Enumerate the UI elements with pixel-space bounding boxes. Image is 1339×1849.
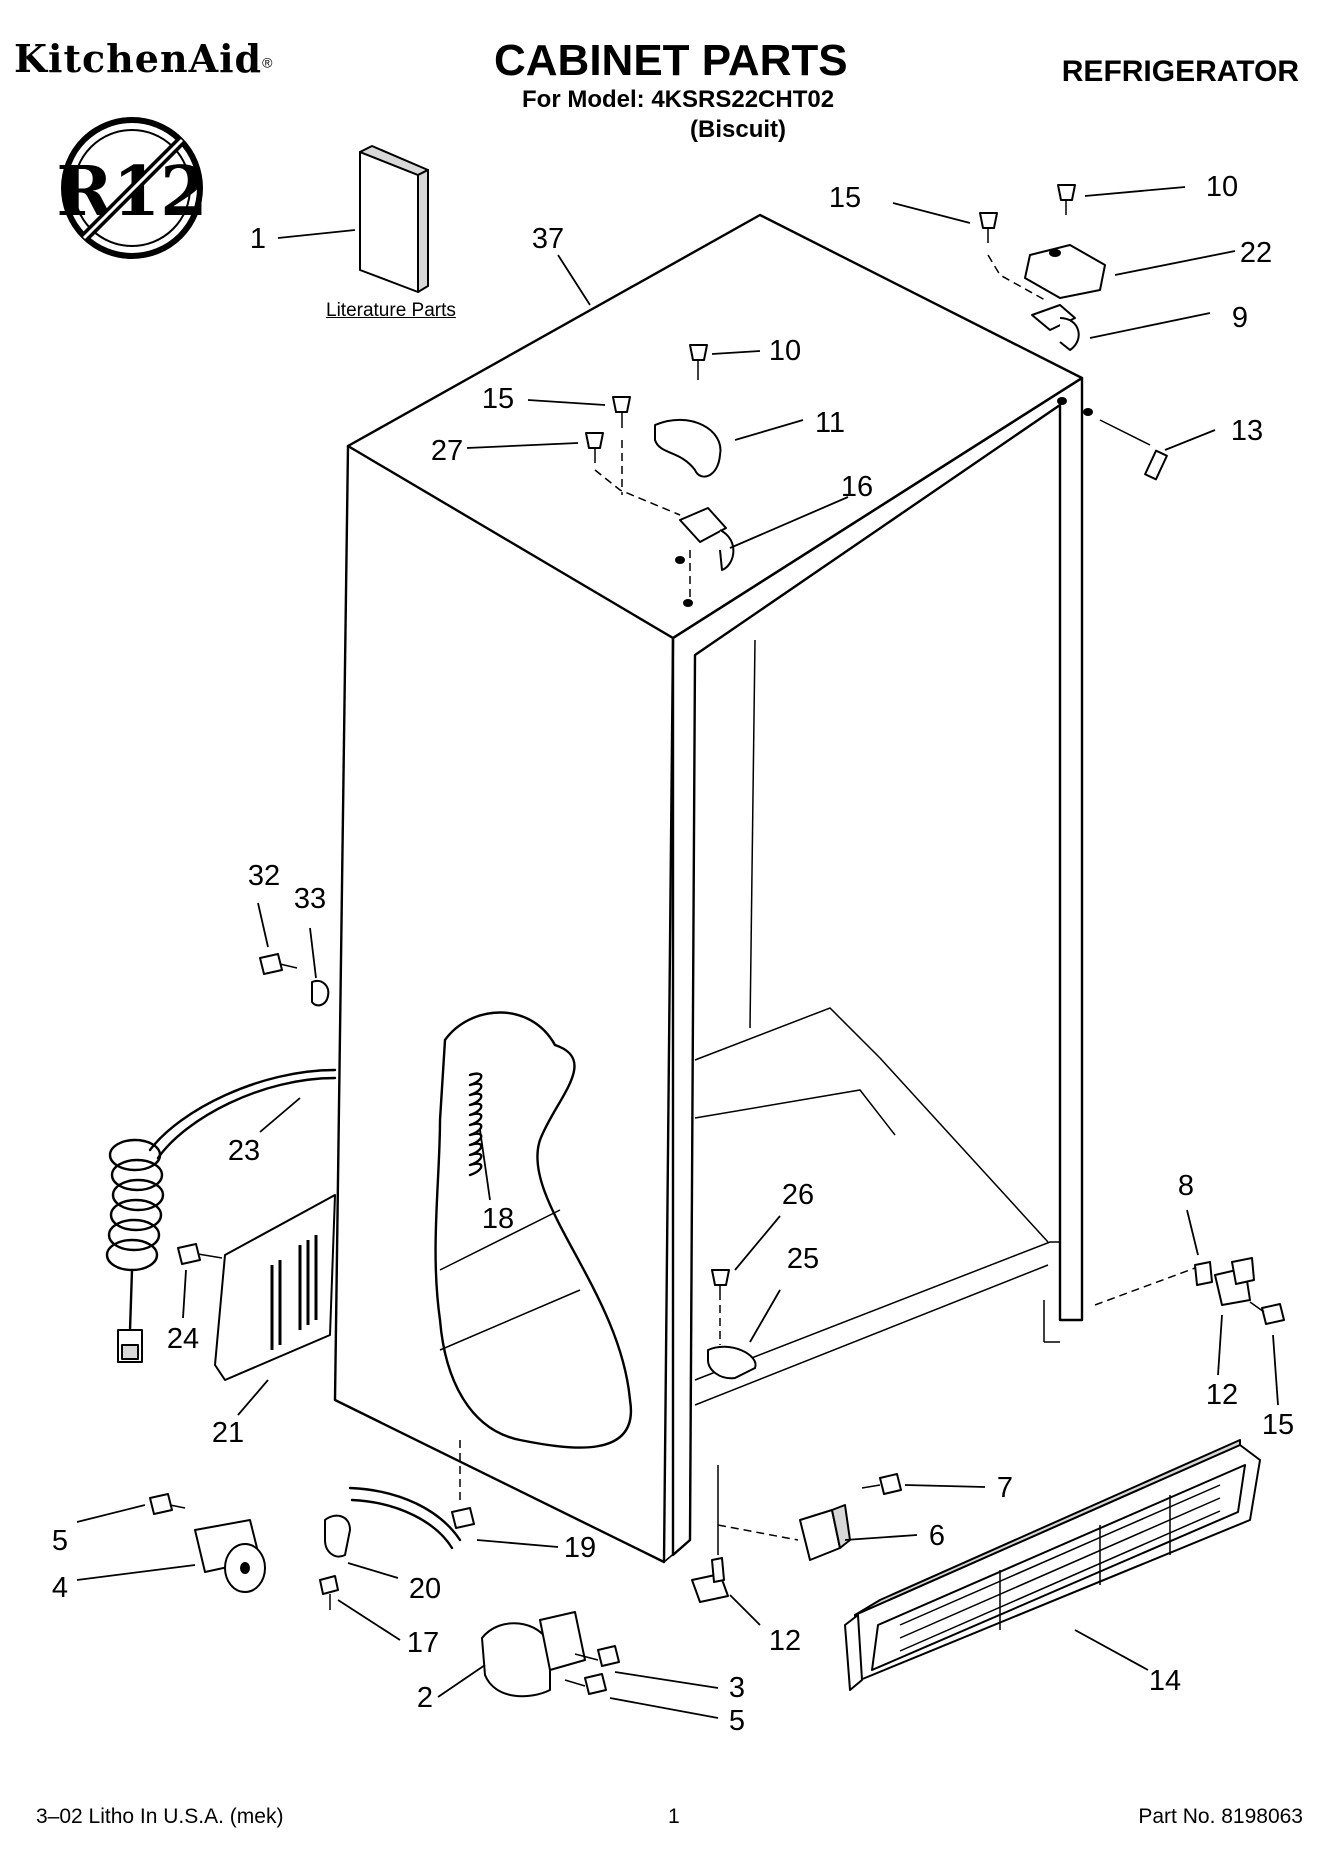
callout-5: 5 — [52, 1525, 68, 1557]
callout-4: 4 — [52, 1572, 68, 1604]
callout-8: 8 — [1178, 1170, 1194, 1202]
callout-17: 17 — [407, 1627, 439, 1659]
callout-2: 2 — [417, 1682, 433, 1714]
spring — [468, 1072, 483, 1177]
literature-parts-link[interactable]: Literature Parts — [326, 300, 456, 321]
literature-book — [359, 145, 429, 293]
callout-33: 33 — [294, 883, 326, 915]
brand-logo: KitchenAid® — [14, 36, 274, 81]
callout-15: 15 — [829, 182, 861, 214]
front-roller — [149, 1493, 266, 1593]
water-tube-and-clamp — [319, 1440, 475, 1610]
callout-14: 14 — [1149, 1665, 1181, 1697]
callout-21: 21 — [212, 1417, 244, 1449]
callout-7: 7 — [997, 1472, 1013, 1504]
callout-16: 16 — [841, 471, 873, 503]
page-number: 1 — [668, 1805, 680, 1828]
callout-26: 26 — [782, 1179, 814, 1211]
callout-27: 27 — [431, 435, 463, 467]
callout-18: 18 — [482, 1203, 514, 1235]
leader-lines — [76, 186, 1279, 1719]
callout-15: 15 — [482, 383, 514, 415]
callout-3: 3 — [729, 1672, 745, 1704]
print-info: 3–02 Litho In U.S.A. (mek) — [36, 1805, 284, 1828]
callout-numbers: 1 37 15 10 22 9 10 15 11 27 13 16 32 33 … — [52, 171, 1294, 1737]
callout-6: 6 — [929, 1520, 945, 1552]
toe-grille-bracket — [717, 1473, 902, 1561]
callout-23: 23 — [228, 1135, 260, 1167]
callout-1: 1 — [250, 223, 266, 255]
callout-37: 37 — [532, 223, 564, 255]
callout-12: 12 — [769, 1625, 801, 1657]
upper-hinge-assembly — [979, 184, 1168, 481]
callout-10: 10 — [1206, 171, 1238, 203]
door-closing-cam — [481, 1611, 620, 1698]
right-leveling-bracket — [1094, 1257, 1285, 1325]
page-title: CABINET PARTS — [494, 36, 848, 85]
screw-and-plug — [259, 953, 330, 1007]
callout-32: 32 — [248, 860, 280, 892]
callout-5: 5 — [729, 1705, 745, 1737]
callout-15: 15 — [1262, 1409, 1294, 1441]
callout-19: 19 — [564, 1532, 596, 1564]
callout-22: 22 — [1240, 237, 1272, 269]
callout-25: 25 — [787, 1243, 819, 1275]
no-r12-icon: R12 — [56, 117, 208, 259]
callout-10: 10 — [769, 335, 801, 367]
electrical-cover — [177, 1194, 336, 1381]
callout-13: 13 — [1231, 415, 1263, 447]
refrigerator-cabinet — [333, 213, 1084, 1564]
callout-20: 20 — [409, 1573, 441, 1605]
callout-9: 9 — [1232, 302, 1248, 334]
center-bracket — [707, 1269, 757, 1380]
power-cord — [105, 1068, 337, 1363]
appliance-type: REFRIGERATOR — [1061, 55, 1299, 88]
part-number: Part No. 8198063 — [1138, 1805, 1303, 1828]
toe-grille — [844, 1439, 1261, 1691]
callout-24: 24 — [167, 1323, 199, 1355]
callout-11: 11 — [815, 407, 845, 439]
model-number: For Model: 4KSRS22CHT02 — [522, 86, 835, 113]
color-variant: (Biscuit) — [690, 116, 786, 143]
center-hinge-assembly — [585, 344, 735, 607]
rear-leveling-leg — [691, 1465, 729, 1603]
callout-12: 12 — [1206, 1379, 1238, 1411]
